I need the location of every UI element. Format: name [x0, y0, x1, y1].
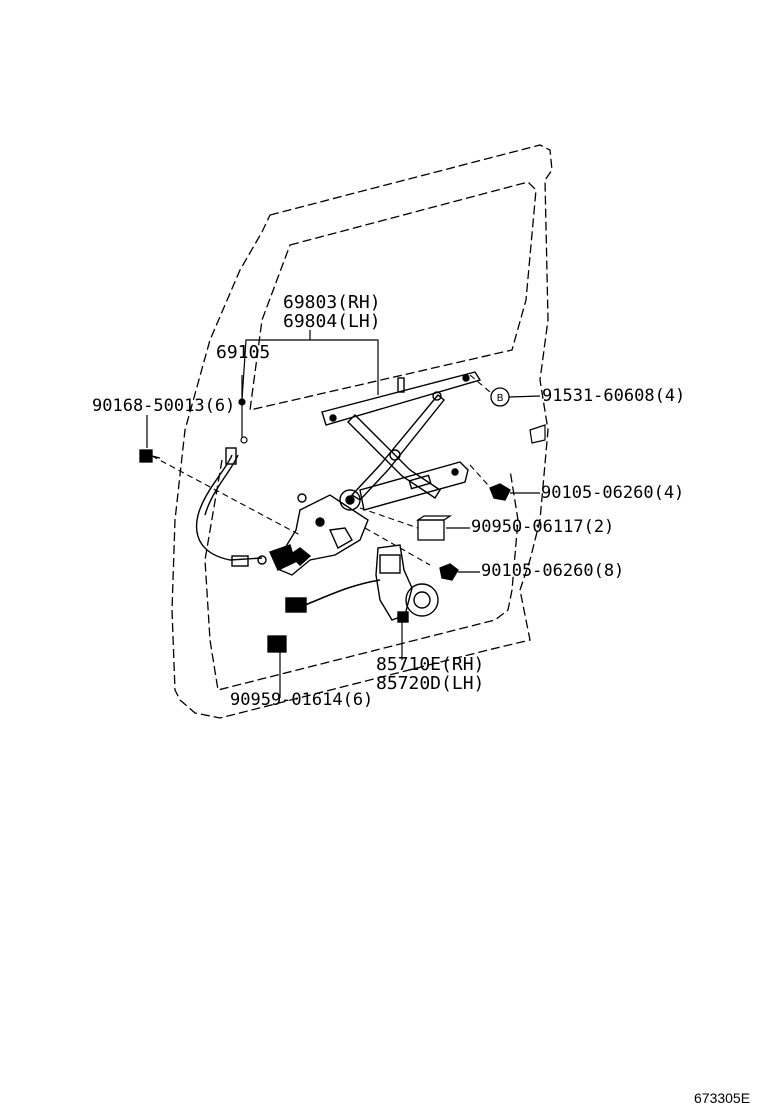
hardware — [139, 387, 511, 653]
regulator-arm-a — [347, 414, 441, 499]
door-outer-outline — [171, 144, 553, 719]
regulator-lower-rail — [359, 461, 469, 511]
cable-line — [195, 454, 263, 561]
window-regulator — [269, 371, 482, 576]
label-cable: 69105 — [216, 342, 271, 363]
cable-assembly — [195, 447, 267, 567]
clip-90959 — [267, 635, 287, 653]
label-bolt-lower: 90105-06260(8) — [481, 561, 625, 581]
window-motor — [285, 544, 439, 623]
bolt-90105-lower — [439, 563, 459, 581]
regulator-upper-rail — [321, 371, 482, 426]
label-pad: 90950-06117(2) — [471, 517, 615, 537]
label-bolt-upper: 90105-06260(4) — [541, 483, 685, 503]
callout-letter: B — [497, 393, 504, 404]
label-regulator-lh: 69804(LH) — [283, 311, 381, 332]
label-motor-rh: 85710E(RH) — [376, 654, 485, 675]
label-motor-lh: 85720D(LH) — [376, 673, 485, 694]
door-inner-outline — [204, 459, 519, 691]
pad-90950 — [417, 519, 445, 541]
motor-harness — [304, 579, 381, 606]
regulator-base-bracket — [279, 494, 369, 576]
trim-notch — [529, 424, 546, 444]
window-frame-outline — [249, 181, 537, 411]
label-regulator-rh: 69803(RH) — [283, 292, 381, 313]
bolt-90105-upper — [489, 483, 511, 501]
screw-90168 — [139, 449, 153, 463]
label-washer-b: 91531-60608(4) — [542, 386, 686, 406]
label-screw-left: 90168-50013(6) — [92, 396, 236, 416]
leader-lines — [146, 330, 541, 698]
label-clip: 90959-01614(6) — [230, 690, 374, 710]
figure-id: 673305E — [694, 1090, 751, 1106]
dashed-leaders — [151, 374, 491, 566]
